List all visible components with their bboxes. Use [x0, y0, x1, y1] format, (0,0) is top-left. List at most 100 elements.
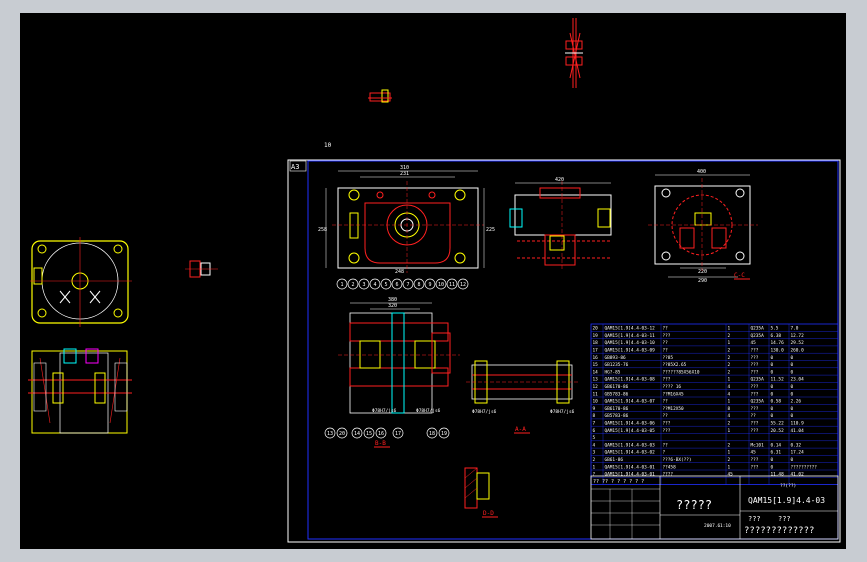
- bom-cell-w1: 0: [771, 369, 774, 375]
- dim-top2: 231: [400, 171, 409, 177]
- bom-cell-no: 20: [593, 326, 599, 332]
- bom-cell-no: 1: [593, 464, 596, 470]
- bom-row: 5: [593, 435, 596, 441]
- bom-cell-no: 10: [593, 399, 599, 405]
- bom-cell-w2: 0: [791, 413, 794, 419]
- bom-cell-w1: 6.31: [771, 450, 782, 456]
- section-dd-label: D-D: [483, 510, 494, 517]
- callout-bubble: 17: [392, 427, 404, 439]
- bom-cell-w1: 11.48: [771, 472, 785, 478]
- bom-cell-qty: 2: [728, 362, 731, 368]
- bom-cell-no: 19: [593, 333, 599, 339]
- bom-cell-qty: 4: [728, 413, 731, 419]
- bom-cell-code: GB5783-86: [605, 413, 629, 419]
- section-cc-view: 400 220 290 C-C: [648, 169, 758, 284]
- bom-cell-code: QAM15[1.9]4.4-03-12: [605, 326, 656, 332]
- callout-bubble: 10: [435, 278, 447, 290]
- company-name: ?????????????: [744, 526, 814, 536]
- callout-bubble: 8: [413, 278, 425, 290]
- bom-cell-w2: 0: [791, 355, 794, 361]
- section-bb-view: 380 320 Φ78H7/js6 Φ78H7/js6 B-B: [338, 297, 460, 448]
- title-scale: 1:10: [720, 523, 731, 529]
- bom-cell-qty: 1: [728, 377, 731, 383]
- bom-cell-no: ?: [593, 472, 596, 478]
- bom-cell-no: 9: [593, 406, 596, 412]
- bom-cell-name: ???: [663, 333, 671, 339]
- callout-number: 17: [395, 431, 401, 437]
- bom-cell-code: QAM15[1.9]4.4-03-03: [605, 442, 656, 448]
- bom-cell-name: ??M12X50: [663, 406, 685, 412]
- callout-number: 6: [395, 282, 398, 288]
- drawing-viewport[interactable]: 10: [20, 13, 846, 549]
- front-view: 310 231 258 225 248: [318, 165, 495, 275]
- title-small-2: ???: [778, 515, 791, 523]
- section-cc-label: C-C: [734, 272, 745, 279]
- left-bottom-view: [28, 348, 132, 434]
- dim-side2: 225: [486, 227, 495, 233]
- bom-cell-code: GB6170-86: [605, 406, 629, 412]
- bom-cell-w2: ??????????: [791, 464, 818, 470]
- bom-cell-code: QAM15[1.9]4.4-03-02: [605, 450, 656, 456]
- bom-cell-code: QAM15[1.9]4.4-03-08: [605, 377, 656, 383]
- bom-cell-name: ???: [663, 428, 671, 434]
- bom-cell-w2: 7.0: [791, 326, 799, 332]
- fit-label-3: Φ78H7/js6: [472, 409, 497, 415]
- drawing-title: ?????: [676, 498, 712, 512]
- callout-bubble: 12: [457, 278, 469, 290]
- bom-cell-no: 13: [593, 377, 599, 383]
- dim-top: 310: [400, 165, 409, 171]
- fit-label-4: Φ78H7/js6: [550, 409, 575, 415]
- bom-cell-name: ??: [663, 326, 669, 332]
- bom-cell-name: ??: [663, 348, 669, 354]
- bom-cell-w1: 0.58: [771, 399, 782, 405]
- bom-cell-w1: 0: [771, 384, 774, 390]
- callout-bubble: 3: [358, 278, 370, 290]
- callout-bubble: 14: [351, 427, 363, 439]
- bom-cell-qty: 2: [728, 369, 731, 375]
- bom-cell-code: QAM15[1.9]4.4-03-05: [605, 428, 656, 434]
- bom-cell-w1: 55.22: [771, 421, 785, 427]
- callout-number: 15: [366, 431, 372, 437]
- bom-cell-no: 14: [593, 369, 599, 375]
- bom-cell-no: 15: [593, 362, 599, 368]
- bom-cell-code: GB893-86: [605, 355, 627, 361]
- bom-cell-qty: 2: [728, 421, 731, 427]
- dim-right-top: 400: [697, 169, 706, 175]
- left-middle-small: [185, 260, 218, 278]
- bom-cell-name: ???: [663, 377, 671, 383]
- bom-cell-name: ??: [663, 399, 669, 405]
- bom-cell-no: 4: [593, 442, 596, 448]
- bom-cell-qty: 2: [728, 333, 731, 339]
- bom-cell-no: 18: [593, 340, 599, 346]
- bom-cell-name: ???: [663, 421, 671, 427]
- callout-number: 7: [406, 282, 409, 288]
- bom-cell-no: 16: [593, 355, 599, 361]
- bom-cell-mat: ???: [751, 406, 759, 412]
- bom-cell-no: 12: [593, 384, 599, 390]
- dim-side-view: 420: [555, 177, 564, 183]
- callout-number: 14: [354, 431, 360, 437]
- cad-drawing[interactable]: 10: [20, 13, 846, 549]
- callout-number: 4: [373, 282, 376, 288]
- title-small-1: ???: [748, 515, 761, 523]
- bom-cell-qty: 2: [728, 355, 731, 361]
- bom-cell-name: ???6-BX(??): [663, 457, 692, 463]
- bom-cell-code: HG?-85: [605, 369, 621, 375]
- bom-cell-w2: 260.0: [791, 348, 805, 354]
- bom-cell-code: QAM15[1.9]4.4-03-01: [605, 472, 656, 478]
- bom-cell-w2: 0: [791, 457, 794, 463]
- bom-cell-w2: 0: [791, 362, 794, 368]
- callout-bubble: 15: [363, 427, 375, 439]
